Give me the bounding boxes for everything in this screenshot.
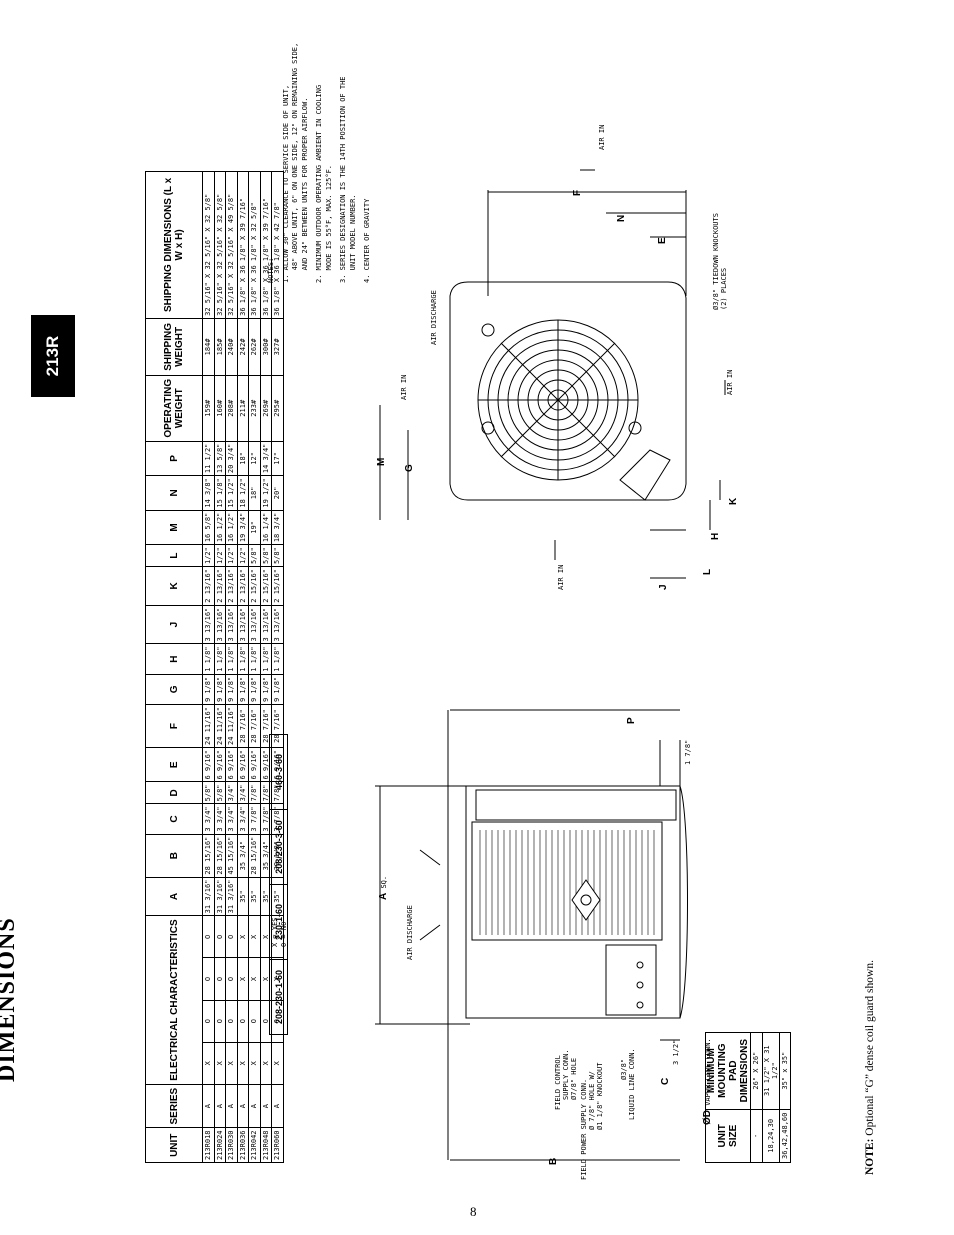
vapor-line-text: VAPOR LINE CONN. — [704, 1038, 712, 1105]
vapor-line-label: ØD VAPOR LINE CONN. — [702, 1038, 713, 1125]
dim-c: C — [660, 1078, 671, 1085]
dim-d: ØD — [702, 1110, 713, 1125]
section-tab: 213R — [31, 315, 75, 397]
dim-b: B — [548, 1158, 559, 1165]
top-view-drawing — [379, 169, 726, 579]
field-power-label-3: Ø1 1/8" KNOCKOUT — [596, 1062, 604, 1130]
p-dim-value: 1 7/8" — [684, 740, 692, 765]
side-view-drawing — [375, 709, 688, 1161]
c-dim-value: 3 1/2" — [672, 1040, 680, 1065]
dim-k: K — [728, 497, 739, 505]
air-in-label-3: AIR IN — [726, 370, 734, 395]
air-discharge-top-label: AIR DISCHARGE — [430, 290, 438, 345]
tiedown-label-1: Ø3/8" TIEDOWN KNOCKOUTS — [712, 213, 720, 310]
dim-f: F — [572, 190, 583, 196]
air-in-label-2: AIR IN — [598, 125, 606, 150]
dim-n: N — [616, 215, 627, 222]
dim-j: J — [658, 584, 669, 590]
dim-h: H — [710, 533, 721, 540]
dim-g: G — [404, 464, 415, 472]
field-control-label-2: SUPPLY CONN. — [562, 1049, 570, 1100]
a-sq-label: A SQ. — [378, 876, 389, 900]
dim-p: P — [626, 717, 637, 724]
field-power-label-2: Ø 7/8" HOLE W/ — [588, 1071, 596, 1130]
dim-l: L — [702, 569, 713, 575]
dim-e: E — [657, 237, 668, 244]
liquid-line-label-2: LIQUID LINE CONN. — [628, 1048, 636, 1120]
air-in-label-1: AIR IN — [400, 375, 408, 400]
field-control-label-1: FIELD CONTROL — [554, 1055, 562, 1110]
a-sq-text: SQ. — [380, 876, 388, 889]
liquid-line-label-1: Ø3/8" — [620, 1059, 628, 1080]
field-power-label-1: FIELD POWER SUPPLY CONN. — [580, 1079, 588, 1180]
air-in-label-4: AIR IN — [557, 565, 565, 590]
dim-a: A — [378, 893, 389, 900]
dim-m: M — [376, 458, 387, 466]
air-discharge-label: AIR DISCHARGE — [406, 905, 414, 960]
page-number: 8 — [470, 1204, 477, 1219]
tiedown-label-2: (2) PLACES — [720, 268, 728, 310]
field-control-label-3: Ø7/8" HOLE — [570, 1058, 578, 1100]
